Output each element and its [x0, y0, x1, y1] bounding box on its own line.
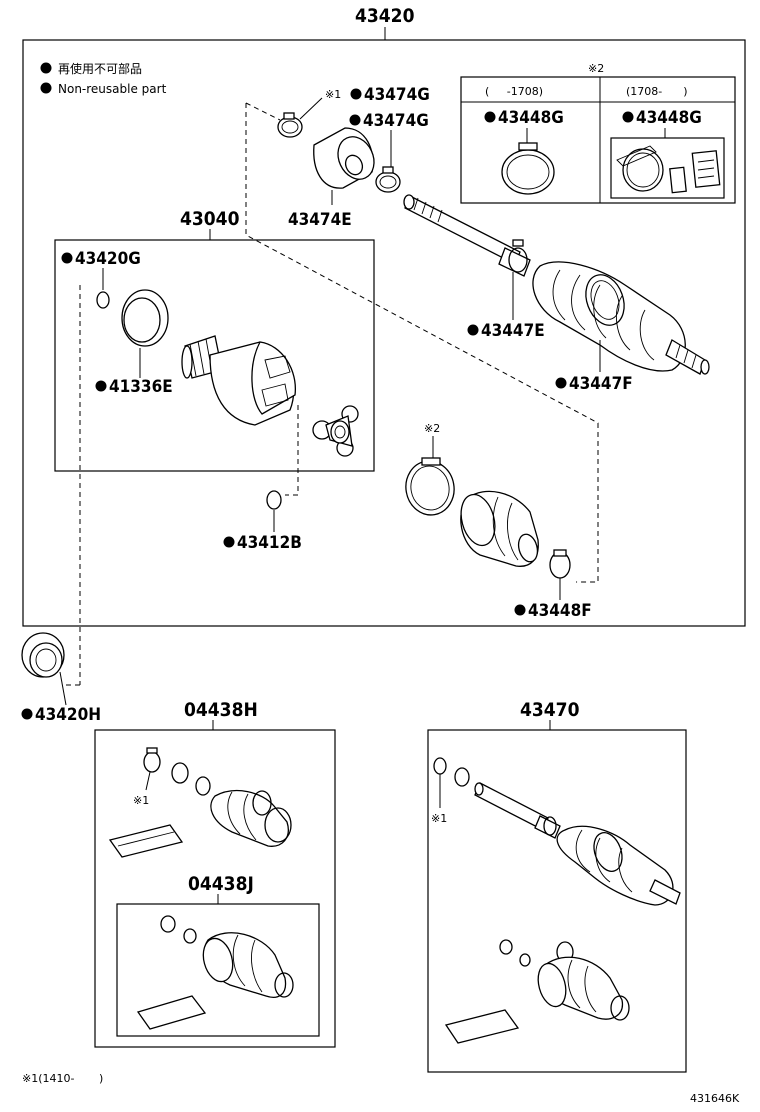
label-43474G-a: 43474G: [364, 85, 430, 105]
bullet-icon: [467, 324, 479, 336]
tripod-spider: [312, 405, 359, 457]
damper-43474E: [313, 127, 375, 189]
bullet-icon: [484, 111, 496, 123]
kit-43470-parts: [433, 757, 681, 1044]
label-43412B: 43412B: [237, 533, 302, 553]
mark-43448F: ※2: [424, 422, 440, 435]
kit-04438H-frame: [94, 729, 336, 1048]
label-04438J: 04438J: [188, 873, 254, 895]
variant-col2-part: 43448G: [636, 108, 702, 128]
bullet-icon: [61, 252, 73, 264]
snap-ring-43412B: [266, 490, 282, 510]
bullet-icon: [555, 377, 567, 389]
assembly-43420-frame: [22, 39, 746, 627]
bullet-icon: [21, 708, 33, 720]
variant-mark: ※2: [588, 62, 604, 75]
mark-04438H: ※1: [133, 794, 149, 807]
label-04438H: 04438H: [184, 699, 258, 721]
label-43470: 43470: [520, 699, 580, 721]
legend-en: Non-reusable part: [58, 82, 167, 96]
bullet-icon: [40, 62, 52, 74]
variant-col2-header: (1708- ): [626, 85, 688, 98]
mark-43474G-a: ※1: [325, 88, 341, 101]
legend-jp: 再使用不可部品: [58, 61, 142, 76]
bullet-icon: [350, 88, 362, 100]
label-41336E: 41336E: [109, 377, 173, 397]
inner-boot: [460, 490, 539, 567]
label-43474G-b: 43474G: [363, 111, 429, 131]
label-43474E: 43474E: [288, 210, 352, 230]
variant-col1-part: 43448G: [498, 108, 564, 128]
kit-43470-frame: [427, 729, 687, 1073]
clamp-43447E: [508, 239, 528, 273]
inner-joint-housing: [181, 335, 296, 426]
bullet-icon: [95, 380, 107, 392]
label-43040: 43040: [180, 208, 240, 230]
label-43420: 43420: [355, 5, 415, 27]
label-43447F: 43447F: [569, 374, 633, 394]
mark-43470: ※1: [431, 812, 447, 825]
clamp-band-large: [405, 457, 455, 516]
bullet-icon: [349, 114, 361, 126]
small-clamp-43474G-b: [375, 166, 401, 193]
label-43420G: 43420G: [75, 249, 141, 269]
variant-box-43448G: ※2 ( -1708) (1708- ) 43448G 43448G: [460, 62, 736, 204]
bullet-icon: [40, 82, 52, 94]
footnote: ※1(1410- ): [22, 1072, 103, 1085]
label-43448F: 43448F: [528, 601, 592, 621]
clamp-43448F: [549, 549, 571, 579]
snap-ring-43420G: [96, 291, 110, 309]
legend: 再使用不可部品 Non-reusable part: [40, 61, 167, 96]
bullet-icon: [622, 111, 634, 123]
bullet-icon: [223, 536, 235, 548]
kit-04438H-parts: [108, 747, 292, 858]
kit-04438J-frame: [116, 903, 320, 1037]
outer-boot: [532, 261, 710, 375]
clamp-band-kit-icon: [616, 145, 721, 194]
label-43447E: 43447E: [481, 321, 545, 341]
bullet-icon: [514, 604, 526, 616]
kit-04438J-parts: [136, 915, 294, 1030]
dust-deflector-43420H: [21, 632, 65, 678]
inner-joint-43040-frame: [54, 239, 375, 472]
variant-col1-header: ( -1708): [485, 85, 543, 98]
clamp-band-icon: [501, 142, 555, 195]
diagram-id: 431646K: [690, 1092, 740, 1105]
small-clamp-43474G-a: [277, 112, 303, 138]
drive-shaft: [403, 194, 531, 277]
label-43420H: 43420H: [35, 705, 101, 725]
seal-41336E: [121, 289, 169, 347]
